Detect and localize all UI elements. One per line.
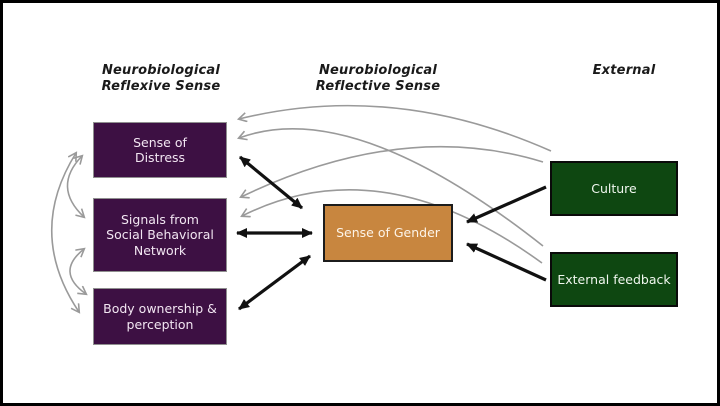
node-sense-of-gender-label: Sense of Gender — [336, 225, 440, 241]
node-sense-of-distress: Sense of Distress — [93, 122, 227, 178]
node-signals-social-behavioral-network: Signals from Social Behavioral Network — [93, 198, 227, 272]
node-culture: Culture — [550, 161, 678, 216]
edge-signals-body — [69, 249, 86, 294]
node-sense-of-gender: Sense of Gender — [323, 204, 453, 262]
edge-culture-gender — [466, 185, 547, 224]
edge-distress-body — [50, 153, 79, 312]
column-header-reflexive: Neurobiological Reflexive Sense — [101, 63, 221, 94]
edge-body-gender — [238, 254, 311, 311]
node-body-ownership-label: Body ownership & perception — [103, 301, 217, 332]
edge-culture-distress — [239, 104, 552, 152]
node-body-ownership-perception: Body ownership & perception — [93, 288, 227, 345]
column-header-reflective: Neurobiological Reflective Sense — [315, 63, 441, 94]
edge-external-feedback-gender — [466, 242, 547, 282]
node-sense-of-distress-label: Sense of Distress — [133, 134, 187, 166]
node-signals-label: Signals from Social Behavioral Network — [106, 211, 214, 258]
column-header-external: External — [592, 63, 656, 78]
node-culture-label: Culture — [591, 180, 637, 196]
node-external-feedback-label: External feedback — [557, 271, 671, 287]
edge-distress-signals — [66, 156, 84, 217]
edge-distress-gender — [238, 155, 304, 210]
node-external-feedback: External feedback — [550, 252, 678, 307]
edge-culture-signals — [241, 145, 544, 197]
edge-layer — [50, 104, 552, 403]
